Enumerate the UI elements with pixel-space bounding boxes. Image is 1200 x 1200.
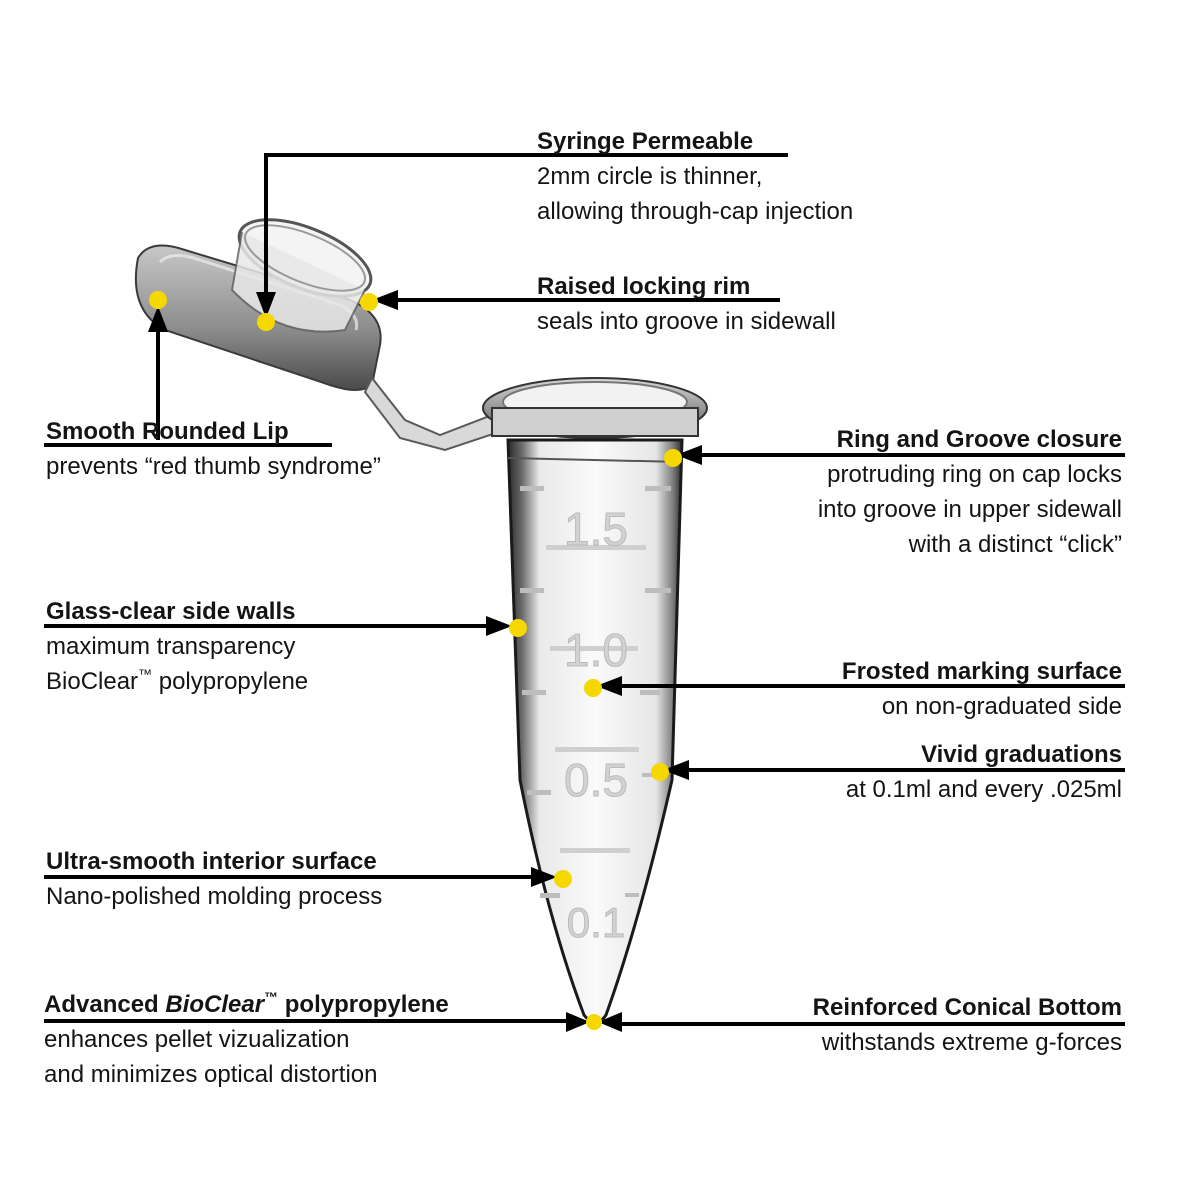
- graduation-1-5: 1.5: [564, 503, 628, 555]
- marker-vivid: [651, 763, 669, 781]
- graduation-1-0: 1.0: [564, 624, 628, 676]
- callout-text: seals into groove in sidewall: [537, 308, 836, 335]
- tube-rim: [482, 377, 708, 439]
- callout-text: at 0.1ml and every .025ml: [845, 776, 1122, 803]
- callout-ultra-smooth-interior: Ultra-smooth interior surface Nano-polis…: [46, 844, 382, 914]
- callout-vivid-graduations: Vivid graduations at 0.1ml and every .02…: [846, 737, 1122, 807]
- marker-glass-clear: [509, 619, 527, 637]
- marker-conical-bottom: [586, 1014, 602, 1030]
- callout-glass-clear-side-walls: Glass-clear side walls maximum transpare…: [46, 594, 308, 699]
- callout-text: with a distinct “click”: [908, 531, 1122, 558]
- marker-ultra-smooth: [554, 870, 572, 888]
- callout-text: enhances pellet vizualization: [44, 1026, 350, 1053]
- callout-title: Ultra-smooth interior surface: [46, 848, 377, 875]
- callout-title: Frosted marking surface: [841, 658, 1122, 685]
- callout-advanced-bioclear: Advanced BioClear™ polypropylene enhance…: [44, 987, 449, 1092]
- material-name: polypropylene: [152, 668, 309, 695]
- callout-text: maximum transparency: [46, 633, 296, 660]
- tube-body: 1.5 1.0 0.5 0.1: [506, 438, 684, 1024]
- callout-text: Nano-polished molding process: [46, 883, 383, 910]
- callout-title: Vivid graduations: [921, 741, 1122, 768]
- callout-text: prevents “red thumb syndrome”: [46, 453, 381, 480]
- callout-text: on non-graduated side: [881, 693, 1122, 720]
- callout-text: withstands extreme g-forces: [821, 1029, 1122, 1056]
- callout-text: into groove in upper sidewall: [817, 496, 1122, 523]
- leader-lines: [44, 153, 1125, 1026]
- callout-title: Smooth Rounded Lip: [46, 418, 289, 445]
- callout-text: allowing through-cap injection: [537, 198, 854, 225]
- callout-ring-groove-closure: Ring and Groove closure protruding ring …: [818, 422, 1122, 562]
- callout-title: Reinforced Conical Bottom: [812, 994, 1122, 1021]
- callout-raised-locking-rim: Raised locking rim seals into groove in …: [537, 269, 836, 339]
- title-suffix: polypropylene: [278, 991, 449, 1018]
- callout-reinforced-conical-bottom: Reinforced Conical Bottom withstands ext…: [813, 990, 1122, 1060]
- trademark-symbol: ™: [138, 666, 153, 682]
- trademark-symbol: ™: [264, 989, 279, 1005]
- marker-frosted: [584, 679, 602, 697]
- brand-name: BioClear: [165, 991, 265, 1018]
- callout-title: Advanced BioClear™ polypropylene: [44, 987, 449, 1022]
- callout-frosted-marking-surface: Frosted marking surface on non-graduated…: [842, 654, 1122, 724]
- callout-title: Glass-clear side walls: [46, 598, 296, 625]
- callout-title: Syringe Permeable: [537, 128, 754, 155]
- callout-text: 2mm circle is thinner,: [537, 163, 763, 190]
- graduation-0-1: 0.1: [567, 899, 625, 946]
- marker-dots: [149, 291, 682, 1030]
- title-prefix: Advanced: [44, 991, 166, 1018]
- marker-locking-rim: [360, 293, 378, 311]
- callout-text: protruding ring on cap locks: [827, 461, 1122, 488]
- callout-smooth-rounded-lip: Smooth Rounded Lip prevents “red thumb s…: [46, 414, 381, 484]
- callout-title: Raised locking rim: [537, 273, 751, 300]
- marker-ring-groove: [664, 449, 682, 467]
- marker-rounded-lip: [149, 291, 167, 309]
- callout-text: and minimizes optical distortion: [44, 1061, 378, 1088]
- brand-name: BioClear: [46, 668, 139, 695]
- callout-title: Ring and Groove closure: [836, 426, 1122, 453]
- graduation-0-5: 0.5: [564, 754, 628, 806]
- callout-syringe-permeable: Syringe Permeable 2mm circle is thinner,…: [537, 124, 853, 229]
- marker-syringe: [257, 313, 275, 331]
- callout-text: BioClear™ polypropylene: [46, 664, 308, 699]
- arrowheads: [148, 290, 702, 1032]
